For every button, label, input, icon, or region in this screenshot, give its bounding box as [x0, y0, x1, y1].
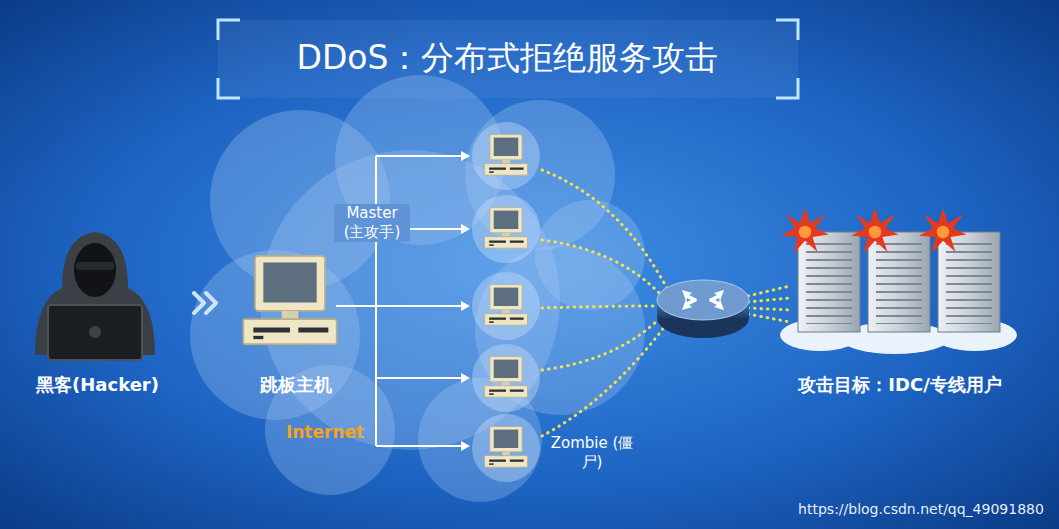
node-label: 黑客(Hacker): [36, 374, 159, 396]
hacker-figure: 黑客(Hacker): [15, 222, 180, 396]
role-label: Zombie (僵尸): [550, 434, 634, 472]
jump-host: 跳板主机: [232, 245, 360, 396]
chevron-arrow: [194, 293, 216, 313]
watermark: https://blog.csdn.net/qq_49091880: [790, 500, 1052, 518]
role-label: Master (主攻手): [334, 204, 410, 242]
title: DDoS：分布式拒绝服务攻击: [215, 36, 800, 80]
node-label: 攻击目标：IDC/专线用户: [798, 374, 1001, 396]
network-label: Internet: [270, 422, 380, 443]
node-label: 跳板主机: [260, 374, 332, 396]
attack-target: 攻击目标：IDC/专线用户: [768, 205, 1032, 396]
